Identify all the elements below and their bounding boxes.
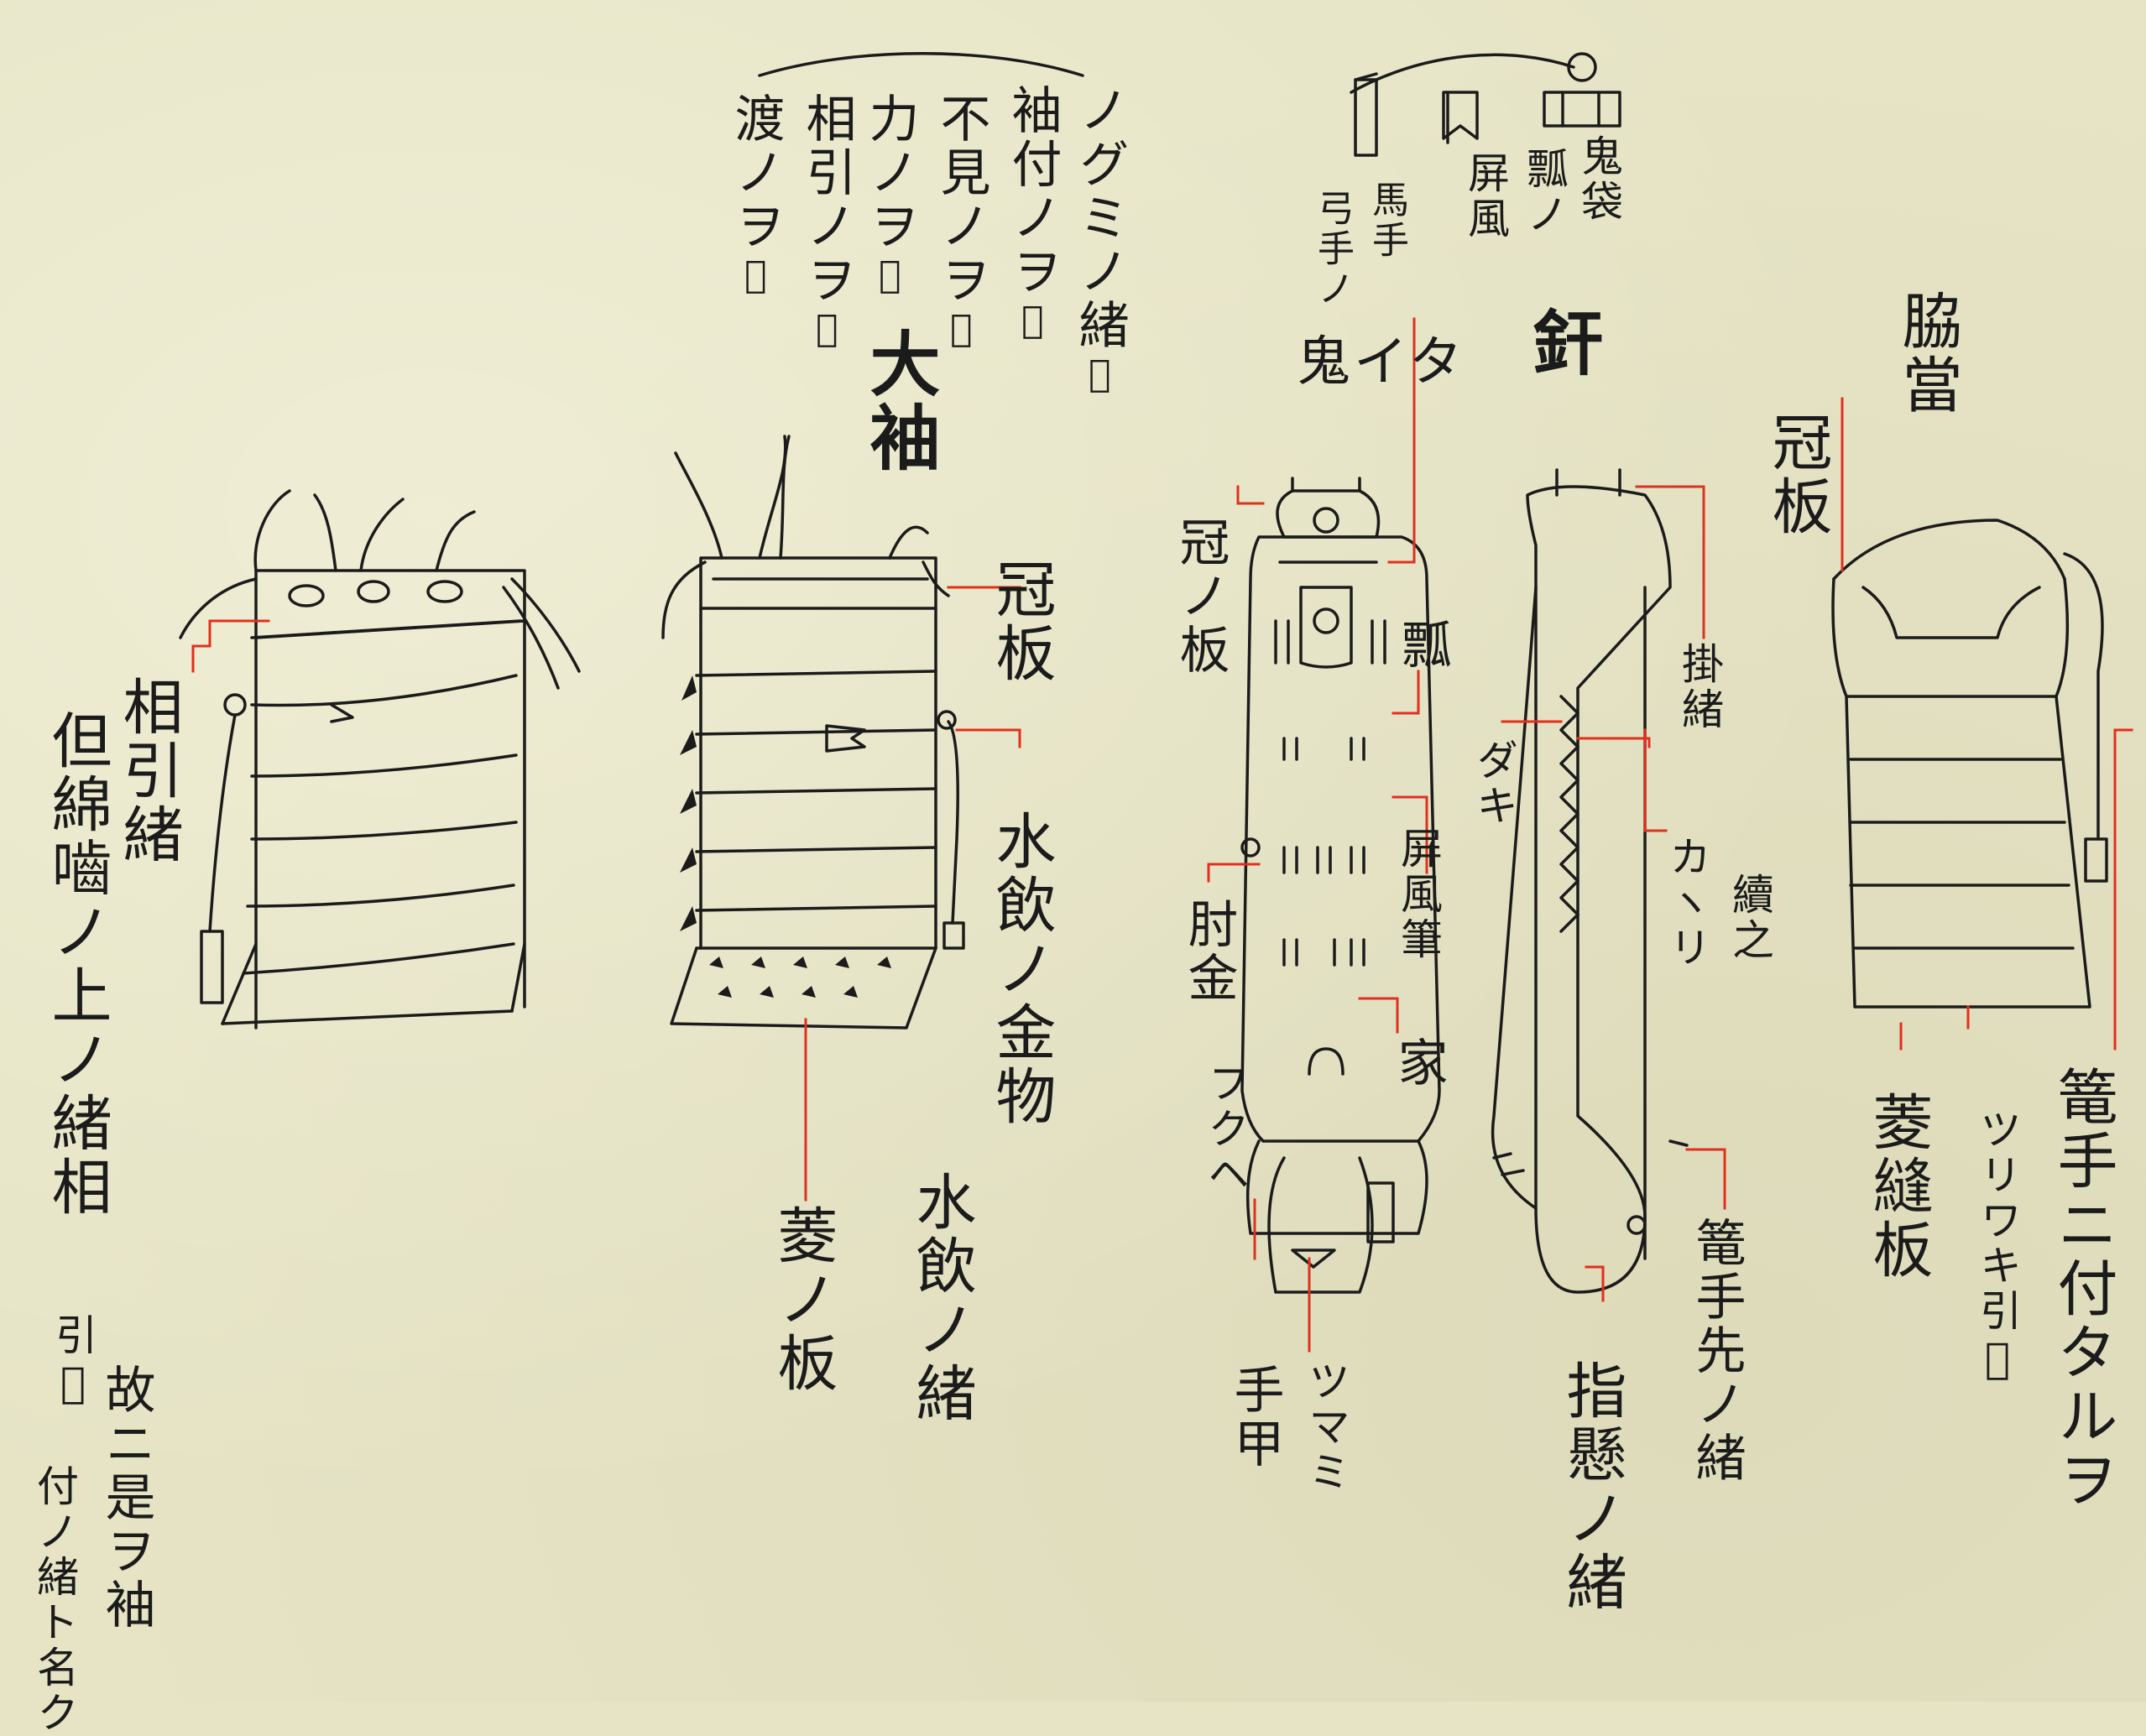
title-oosode: 大袖 [859,327,942,475]
caption-line-4: 付ノ緒ト名ク [30,1464,79,1736]
kote-left-drawing [1240,477,1441,1294]
kote-top-label-oni: 鬼袋 [1574,134,1623,225]
label-kanmuri-ita-center: 冠板 [985,558,1056,686]
header-note-line-6: 渡ノヲ𪜈 [726,92,785,300]
label-mizunomi-kanamono: 水飲ノ金物 [985,810,1056,1129]
wakiate-drawing [1831,519,2108,1009]
kote-top-label-mete: 馬手 [1365,180,1408,261]
label-tekou: 手甲 [1225,1363,1284,1471]
label-hisago: 瓢 [1402,617,1455,675]
label-tsumami: ツマミ [1302,1359,1350,1495]
label-kanmuri-ita-wakiate: 冠板 [1762,411,1832,539]
label-kake-o: 掛緒 [1675,642,1724,732]
label-hishi-no-ita: 菱ノ板 [767,1204,838,1395]
kote-top-label-byobu: 屏風 [1461,151,1510,242]
title-kote: 釬 [1522,306,1605,380]
kote-right-drawing [1491,468,1689,1294]
title-wakiate: 脇當 [1892,289,1962,417]
red-leader-lines [191,317,2133,1353]
header-note-line-3: 不見ノヲ𪜈 [932,92,990,353]
header-note-line-2: 袖付ノヲ𪜈 [1003,84,1062,345]
header-note-line-1: ノグミノ緒𪜈 [1070,84,1129,399]
label-tsuzuki: 續之 [1726,873,1774,963]
label-kagari: カヽリ [1663,835,1711,971]
caption-line-2: 引𪜈 [49,1313,97,1410]
label-yubikake-o: 指懸ノ緒 [1556,1359,1626,1614]
label-daki: ダキ [1470,738,1518,829]
label-byobu-fude: 屏風筆 [1394,826,1443,962]
kote-top-shapes [1354,52,1621,157]
kote-top-bracket [1350,53,1575,94]
label-hijigane: 肘金 [1179,898,1238,1005]
label-mizunomi-o: 水飲ノ緒 [906,1170,976,1426]
sleeve-center-teeth [680,675,891,998]
header-note-line-5: 相引ノヲ𪜈 [797,92,856,353]
label-fukube: フクヘ [1201,1061,1250,1197]
caption-line-1: 但綿嚙ノ上ノ緒相 [41,709,112,1219]
header-note-bracket [758,52,1084,77]
kote-top-label-yunde: 弓手ノ [1311,189,1354,310]
label-kanmuri-no-ita: 冠ノ板 [1171,516,1230,677]
caption-line-3: 故ニ是ヲ袖 [97,1363,155,1632]
sleeve-center-drawing [661,435,965,1030]
label-tsuriwaki: ツリワキ引𪜈 [1973,1108,2022,1386]
label-kotesaki-o: 篭手先ノ緒 [1687,1217,1746,1485]
label-kote-ni-tsuke: 篭手ニ付タルヲ [2047,1066,2117,1512]
label-hishinui-ita: 菱縫板 [1862,1091,1933,1282]
kote-top-label-hisago: 瓢ノ [1520,147,1569,237]
sleeve-left-drawing [179,489,581,1030]
label-oni-ita: 鬼イタ [1297,331,1466,394]
label-ie: 家 [1389,1036,1448,1090]
header-note-line-4: 力ノヲ𪜈 [860,92,919,300]
label-aibiki-o: 相引緒 [112,675,183,867]
